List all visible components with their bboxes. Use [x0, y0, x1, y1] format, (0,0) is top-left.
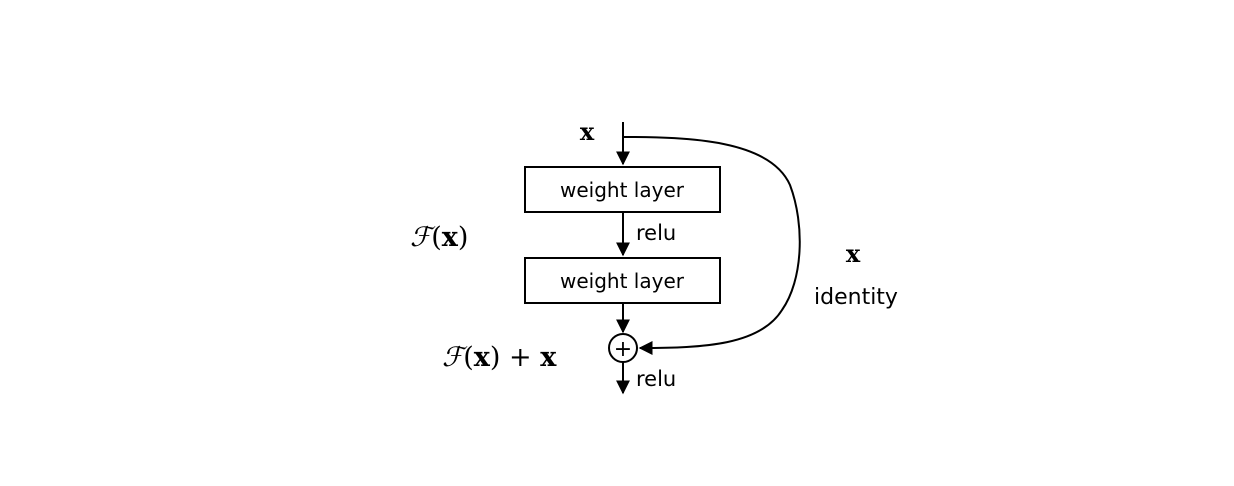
- weight-layer-1: weight layer: [524, 166, 721, 213]
- weight-layer-2: weight layer: [524, 257, 721, 304]
- relu-label-2: relu: [636, 367, 676, 391]
- shortcut-variable-label: x: [846, 239, 861, 268]
- sum-node: +: [608, 333, 638, 363]
- weight-layer-2-label: weight layer: [560, 269, 685, 293]
- residual-function-label: ℱ(x): [410, 222, 468, 253]
- output-expression-label: ℱ(x) + x: [442, 342, 557, 373]
- identity-shortcut-arrow: [622, 136, 801, 355]
- relu-label-1: relu: [636, 221, 676, 245]
- input-label: x: [580, 117, 595, 146]
- identity-label: identity: [814, 285, 898, 310]
- weight-layer-1-label: weight layer: [560, 178, 685, 202]
- plus-icon: +: [614, 337, 632, 362]
